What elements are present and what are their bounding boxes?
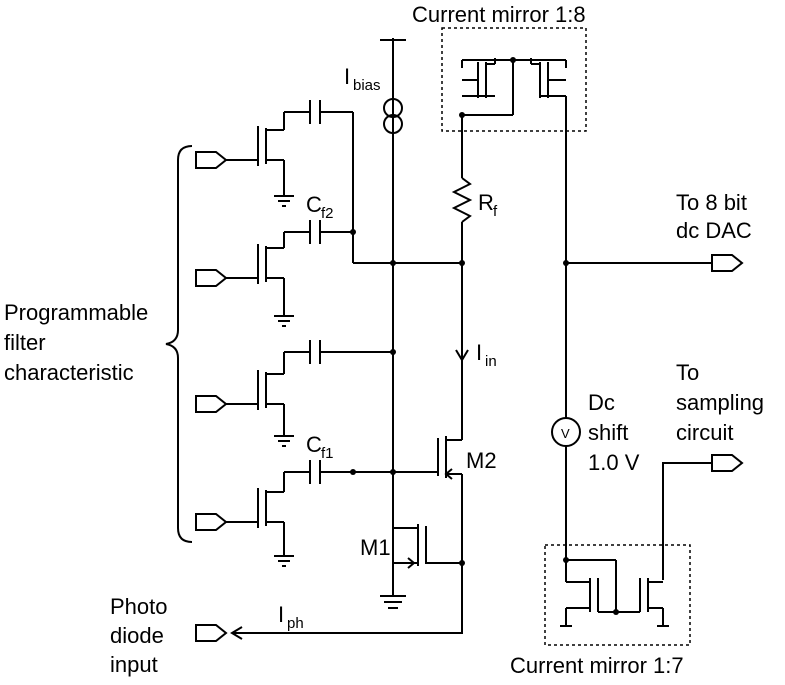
sampling-label-line1: To (676, 360, 699, 385)
iph-label: I (278, 602, 284, 627)
m1-label: M1 (360, 535, 391, 560)
filter-switch-2 (195, 220, 356, 327)
filter-switch-4 (195, 460, 393, 567)
ibias-current-source (383, 98, 403, 134)
ibias-subscript: bias (353, 77, 381, 94)
iin-subscript: in (485, 353, 497, 370)
rf-label: R (478, 190, 494, 215)
voltmeter-symbol: V (561, 426, 570, 441)
photo-diode-input-terminal (195, 624, 228, 642)
current-mirror-top-transistors (459, 57, 567, 130)
photo-label-line1: Photo (110, 594, 168, 619)
dc-shift-source (551, 417, 581, 447)
dc-shift-label-line2: shift (588, 420, 628, 445)
filter-switch-3 (195, 340, 396, 447)
filter-label-line3: characteristic (4, 360, 134, 385)
current-mirror-top-box (441, 27, 587, 132)
current-mirror-bottom-label: Current mirror 1:7 (510, 653, 684, 678)
dac-label-line1: To 8 bit (676, 190, 747, 215)
sampling-label-line2: sampling (676, 390, 764, 415)
iph-subscript: ph (287, 615, 304, 632)
m2-transistor (393, 436, 463, 563)
iin-label: I (476, 340, 482, 365)
cf1-label: C (306, 432, 322, 457)
m1-transistor (393, 524, 462, 569)
rf-subscript: f (493, 203, 498, 220)
dc-shift-label-line1: Dc (588, 390, 615, 415)
sampling-label-line3: circuit (676, 420, 733, 445)
ibias-label: I (344, 64, 350, 89)
filter-switch-1 (195, 100, 354, 263)
current-mirror-bottom-transistors (560, 557, 669, 627)
iin-arrow (455, 349, 469, 362)
photo-label-line2: diode (110, 623, 164, 648)
current-mirror-top-label: Current mirror 1:8 (412, 2, 586, 27)
dac-output-terminal (711, 254, 744, 272)
filter-label-line2: filter (4, 330, 46, 355)
sampling-output-terminal (711, 454, 744, 472)
cf1-subscript: f1 (321, 445, 334, 462)
photo-label-line3: input (110, 652, 158, 677)
dc-shift-label-line3: 1.0 V (588, 450, 640, 475)
iph-arrow (230, 626, 243, 640)
cf2-label: C (306, 192, 322, 217)
filter-brace (165, 145, 193, 543)
rf-resistor (451, 177, 473, 223)
m2-label: M2 (466, 448, 497, 473)
current-mirror-bottom-box (544, 544, 691, 646)
filter-label-line1: Programmable (4, 300, 148, 325)
dac-label-line2: dc DAC (676, 218, 752, 243)
cf2-subscript: f2 (321, 205, 334, 222)
